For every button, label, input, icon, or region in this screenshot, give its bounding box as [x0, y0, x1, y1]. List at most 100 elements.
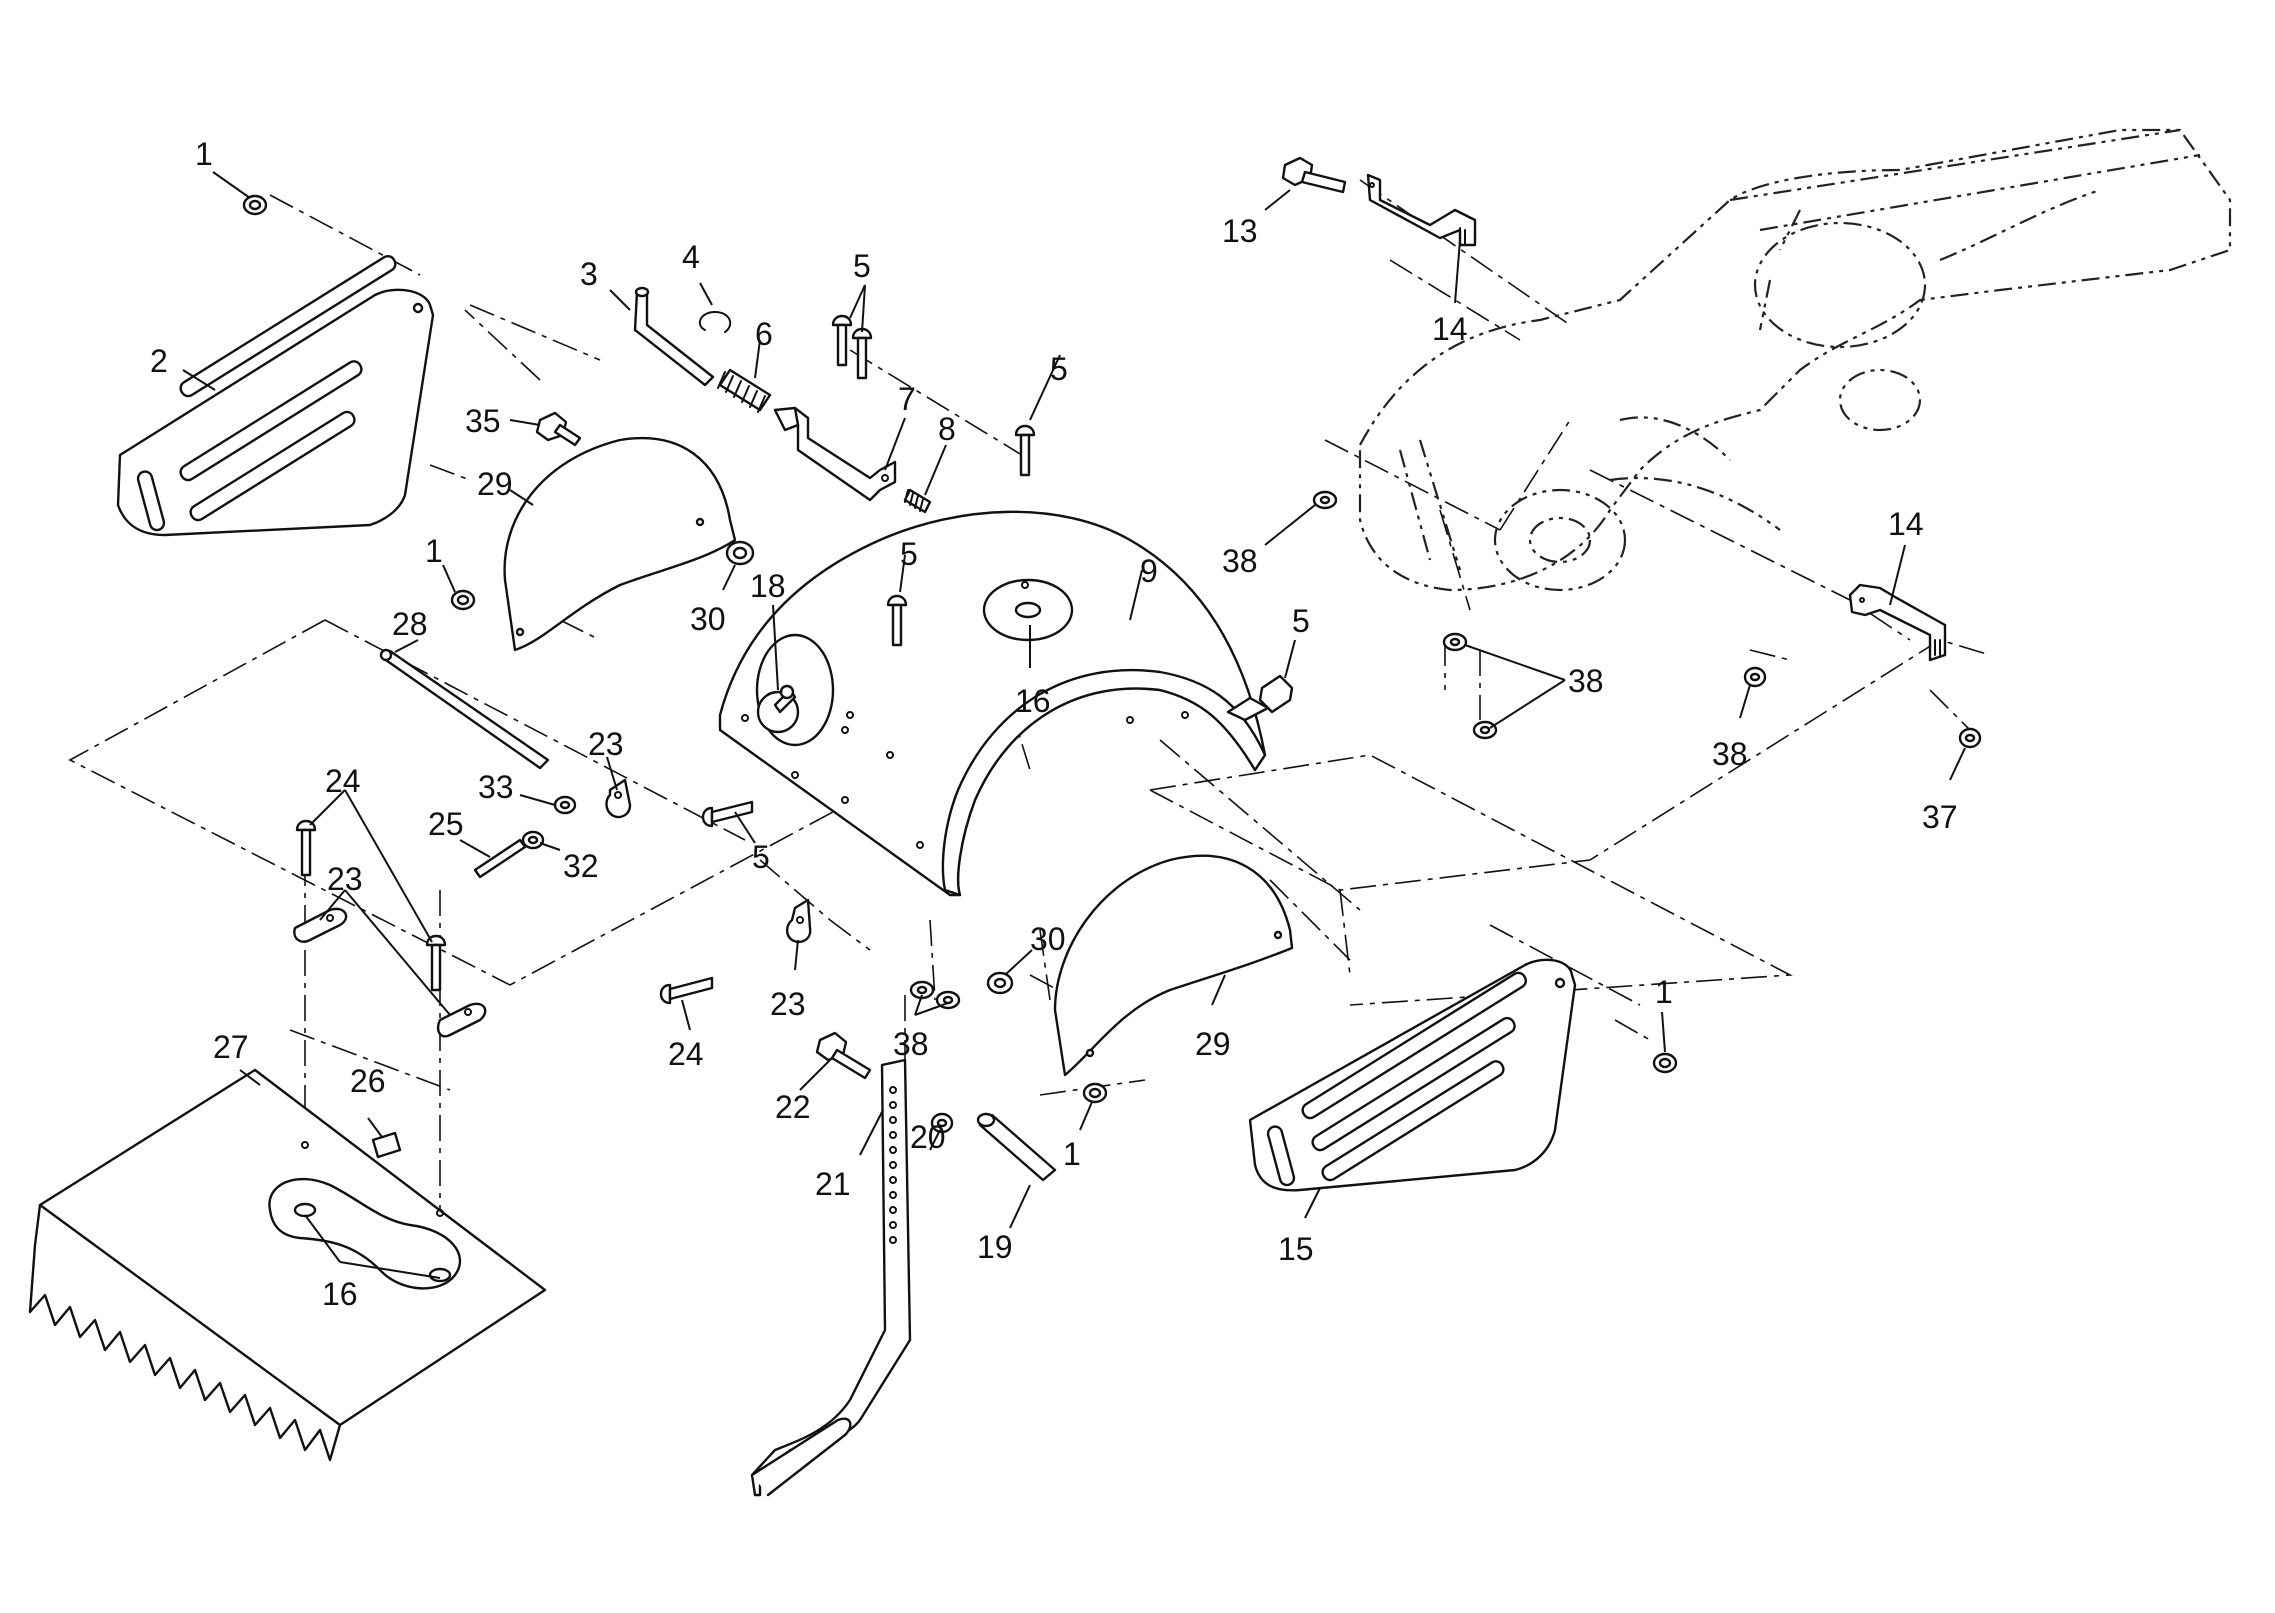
- callout-label: 9: [1140, 553, 1158, 589]
- callout-label: 29: [477, 466, 513, 502]
- left-flap-shield[interactable]: [503, 436, 737, 652]
- callout-label: 23: [327, 861, 363, 897]
- callout-label: 1: [425, 533, 443, 569]
- deflector-plate[interactable]: [28, 1068, 547, 1462]
- lock-nut[interactable]: [725, 540, 755, 566]
- carriage-bolt[interactable]: [425, 934, 447, 992]
- callout-label: 1: [1655, 974, 1673, 1010]
- callout-label: 15: [1278, 1231, 1314, 1267]
- callout-label: 18: [750, 568, 786, 604]
- callout-label: 14: [1432, 311, 1468, 347]
- callout-label: 23: [770, 986, 806, 1022]
- spring-pin[interactable]: [473, 838, 527, 879]
- callout-label: 2: [150, 343, 168, 379]
- callout-label: 38: [1712, 736, 1748, 772]
- callout-label: 37: [1922, 799, 1958, 835]
- tine-hood[interactable]: [718, 510, 1267, 897]
- hair-clip[interactable]: [698, 311, 732, 333]
- hex-bolt-35[interactable]: [535, 411, 582, 447]
- lever-rod[interactable]: [633, 286, 715, 387]
- callout-label: 4: [682, 239, 700, 275]
- washer-33[interactable]: [553, 795, 577, 815]
- callout-label: 33: [478, 769, 514, 805]
- bolt-group-5: [701, 314, 1294, 828]
- callout-label: 16: [1015, 683, 1051, 719]
- nut-32[interactable]: [521, 830, 545, 850]
- leader-lines: [182, 171, 1966, 1279]
- spacer-38[interactable]: [909, 980, 935, 1000]
- callout-label: 5: [1050, 351, 1068, 387]
- callout-label: 38: [1568, 663, 1604, 699]
- callout-label: 35: [465, 403, 501, 439]
- carriage-bolt[interactable]: [851, 327, 873, 380]
- lock-nut[interactable]: [1082, 1082, 1108, 1104]
- assembly-guide-lines: [68, 179, 1991, 1210]
- carriage-bolt[interactable]: [701, 800, 754, 828]
- rod[interactable]: [379, 648, 550, 770]
- clamp-23-c[interactable]: [436, 1002, 487, 1038]
- nut-37[interactable]: [1958, 727, 1982, 749]
- nut-20[interactable]: [930, 1112, 954, 1134]
- callout-label: 28: [392, 606, 428, 642]
- callout-label: 22: [775, 1089, 811, 1125]
- callout-label: 5: [900, 536, 918, 572]
- mounting-bracket-14-lower[interactable]: [1848, 583, 1947, 662]
- lock-nut[interactable]: [450, 589, 476, 611]
- callout-label: 25: [428, 806, 464, 842]
- callout-label: 24: [325, 763, 361, 799]
- callout-label: 5: [752, 839, 770, 875]
- lock-nut[interactable]: [242, 194, 268, 216]
- callout-label: 24: [668, 1036, 704, 1072]
- callout-label: 26: [350, 1063, 386, 1099]
- callout-label: 38: [893, 1026, 929, 1062]
- compression-spring[interactable]: [717, 368, 772, 413]
- carriage-bolt[interactable]: [886, 594, 908, 647]
- callout-label: 7: [898, 381, 916, 417]
- carriage-bolt[interactable]: [831, 314, 853, 367]
- callout-label: 23: [588, 726, 624, 762]
- callout-label: 38: [1222, 543, 1258, 579]
- clamp-23-d[interactable]: [785, 898, 812, 944]
- callout-labels: 1 2 3 4 5 6 7 8 35 29 1 28 30 18 5 5 16 …: [150, 136, 1958, 1312]
- tiller-body-phantom-outline: [1358, 128, 2232, 592]
- spacer-38[interactable]: [1472, 720, 1498, 740]
- callout-label: 29: [1195, 1026, 1231, 1062]
- clamp-23-b[interactable]: [293, 907, 348, 943]
- small-spring[interactable]: [903, 488, 932, 514]
- hex-bolt-22[interactable]: [815, 1031, 872, 1080]
- right-flap-shield[interactable]: [1053, 854, 1294, 1077]
- hex-bolt[interactable]: [1226, 674, 1294, 722]
- left-side-shield[interactable]: [116, 254, 435, 537]
- lever-bracket[interactable]: [773, 406, 897, 502]
- callout-label: 1: [1063, 1136, 1081, 1172]
- right-side-shield[interactable]: [1248, 958, 1577, 1192]
- fastener-nuts: [242, 194, 1982, 1134]
- carriage-bolt[interactable]: [659, 976, 714, 1005]
- clamp-23-a[interactable]: [605, 778, 632, 819]
- carriage-bolt[interactable]: [1014, 424, 1036, 477]
- callout-label: 32: [563, 848, 599, 884]
- spacer-38[interactable]: [1442, 632, 1468, 652]
- callout-label: 6: [755, 316, 773, 352]
- label-decal: [371, 1131, 402, 1159]
- callout-label: 30: [690, 601, 726, 637]
- carriage-bolt[interactable]: [295, 819, 317, 877]
- callout-label: 8: [938, 411, 956, 447]
- mounting-bracket-14-upper[interactable]: [1366, 173, 1477, 247]
- lock-nut[interactable]: [1652, 1052, 1678, 1074]
- callout-label: 1: [195, 136, 213, 172]
- lock-nut[interactable]: [986, 971, 1014, 995]
- depth-bar-pin[interactable]: [976, 1112, 1057, 1182]
- depth-bar[interactable]: [750, 1058, 912, 1497]
- depth-bar-holes: [889, 1086, 897, 1244]
- callout-label: 16: [322, 1276, 358, 1312]
- callout-label: 19: [977, 1229, 1013, 1265]
- callout-label: 14: [1888, 506, 1924, 542]
- bolt-18[interactable]: [773, 684, 797, 714]
- spacer-38[interactable]: [1312, 490, 1338, 510]
- callout-label: 21: [815, 1166, 851, 1202]
- callout-label: 27: [213, 1029, 249, 1065]
- spacer-38[interactable]: [1743, 666, 1767, 688]
- hex-bolt-13[interactable]: [1281, 156, 1347, 194]
